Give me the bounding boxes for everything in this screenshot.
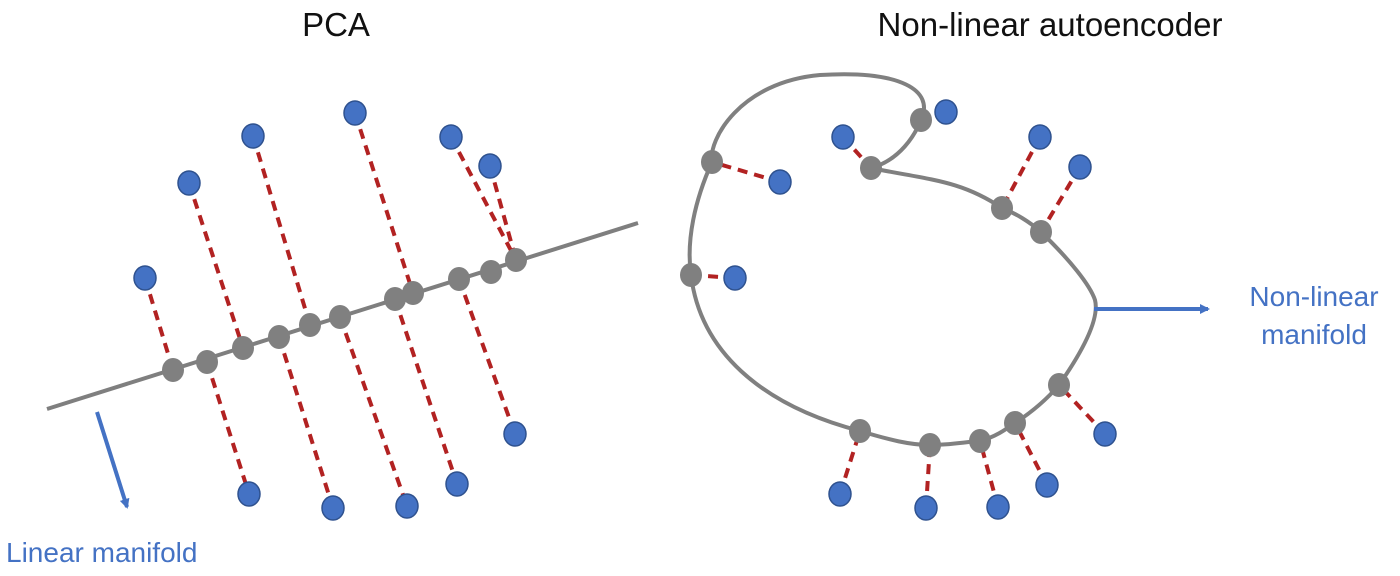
data-point: [321, 495, 345, 521]
data-point: [177, 170, 201, 196]
data-point: [934, 99, 958, 125]
residual-line: [449, 136, 518, 261]
projected-point: [1004, 411, 1026, 435]
projected-point: [991, 196, 1013, 220]
data-point: [241, 123, 265, 149]
residual-line: [457, 278, 517, 435]
data-point: [503, 421, 527, 447]
nonlinear-manifold-label-line1: Non-linear: [1249, 281, 1379, 312]
residual-line: [187, 182, 245, 349]
linear-manifold-arrow: [95, 411, 130, 509]
residual-line: [1000, 136, 1042, 209]
data-point: [237, 481, 261, 507]
projected-point: [505, 248, 527, 272]
projected-point: [196, 350, 218, 374]
data-point: [1068, 154, 1092, 180]
projected-point: [701, 150, 723, 174]
projected-point: [384, 287, 406, 311]
residual-line: [353, 112, 415, 294]
residual-line: [711, 160, 781, 184]
data-point: [1093, 421, 1117, 447]
projected-point: [402, 281, 424, 305]
data-point: [478, 153, 502, 179]
residual-line: [488, 165, 518, 261]
autoencoder-title: Non-linear autoencoder: [877, 6, 1223, 43]
data-point: [768, 169, 792, 195]
data-point: [395, 493, 419, 519]
linear-manifold-label: Linear manifold: [6, 537, 198, 568]
pca-panel: [46, 100, 639, 521]
projected-point: [919, 433, 941, 457]
pca-data-points: [133, 100, 527, 521]
projected-point: [329, 305, 351, 329]
residual-line: [393, 298, 459, 485]
data-point: [439, 124, 463, 150]
projected-point: [849, 419, 871, 443]
data-point: [133, 265, 157, 291]
projected-point: [232, 336, 254, 360]
residual-line: [277, 336, 335, 509]
projected-point: [1030, 220, 1052, 244]
data-point: [723, 265, 747, 291]
data-point: [1035, 472, 1059, 498]
residual-line: [338, 316, 409, 507]
projected-point: [448, 267, 470, 291]
projected-point: [480, 260, 502, 284]
data-point: [831, 124, 855, 150]
autoencoder-panel: [680, 72, 1210, 521]
data-point: [986, 494, 1010, 520]
pca-projections: [162, 248, 527, 382]
projected-point: [162, 358, 184, 382]
pca-residuals: [143, 112, 518, 509]
projected-point: [860, 156, 882, 180]
projected-point: [1048, 373, 1070, 397]
projected-point: [910, 108, 932, 132]
residual-line: [205, 361, 251, 495]
ae-projections: [680, 108, 1070, 457]
residual-line: [1039, 165, 1082, 234]
nonlinear-manifold-label-line2: manifold: [1261, 319, 1367, 350]
data-point: [914, 495, 938, 521]
projected-point: [680, 263, 702, 287]
data-point: [343, 100, 367, 126]
residual-line: [251, 135, 312, 326]
pca-title: PCA: [302, 6, 370, 43]
data-point: [828, 481, 852, 507]
ae-data-points: [723, 99, 1117, 521]
nonlinear-manifold-curve: [687, 72, 1098, 448]
projected-point: [299, 313, 321, 337]
projected-point: [969, 429, 991, 453]
data-point: [445, 471, 469, 497]
nonlinear-manifold-label: Non-linear manifold: [1224, 278, 1400, 354]
data-point: [1028, 124, 1052, 150]
residual-line: [143, 277, 175, 371]
projected-point: [268, 325, 290, 349]
